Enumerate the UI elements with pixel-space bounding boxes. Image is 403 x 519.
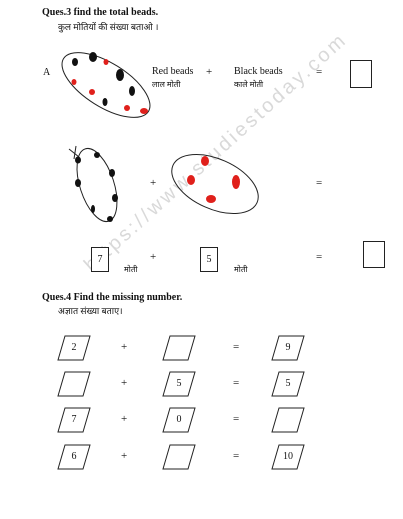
number-box-left: 7 bbox=[91, 247, 109, 272]
addend-box-2[interactable] bbox=[162, 335, 196, 361]
sum-box-value: 10 bbox=[283, 451, 293, 462]
equals-sign: = bbox=[233, 413, 240, 425]
plus-sign: + bbox=[150, 177, 157, 189]
red-beads-hindi: लाल मोती bbox=[152, 80, 181, 89]
addend-box-2-value: 0 bbox=[176, 414, 182, 425]
addend-box-1[interactable] bbox=[57, 371, 91, 397]
black-beads-label: Black beads bbox=[234, 66, 283, 77]
equals-sign: = bbox=[316, 251, 323, 263]
sum-box[interactable] bbox=[271, 407, 305, 433]
plus-sign: + bbox=[206, 66, 213, 78]
addend-box-2: 5 bbox=[162, 371, 196, 397]
sum-box-value: 5 bbox=[285, 378, 291, 389]
addend-box-2-value bbox=[162, 444, 196, 470]
plus-sign: + bbox=[121, 450, 128, 462]
equals-sign: = bbox=[233, 341, 240, 353]
q3-title: Ques.3 find the total beads. bbox=[42, 7, 159, 18]
addend-box-2-value: 5 bbox=[176, 378, 182, 389]
answer-box[interactable] bbox=[350, 60, 372, 88]
equals-sign: = bbox=[233, 450, 240, 462]
bead-loop-a bbox=[61, 52, 151, 118]
beads-unit-left: मोती bbox=[124, 265, 138, 274]
addend-box-1: 7 bbox=[57, 407, 91, 433]
sum-box-value: 9 bbox=[285, 342, 291, 353]
addend-box-2: 0 bbox=[162, 407, 196, 433]
addend-box-2[interactable] bbox=[162, 444, 196, 470]
beads-unit-right: मोती bbox=[234, 265, 248, 274]
addend-box-1-value: 2 bbox=[71, 342, 77, 353]
black-bead-loop bbox=[68, 145, 118, 223]
addend-box-1: 6 bbox=[57, 444, 91, 470]
sum-box: 9 bbox=[271, 335, 305, 361]
item-label-a: A bbox=[43, 67, 51, 78]
addend-box-1-value bbox=[57, 371, 91, 397]
plus-sign: + bbox=[121, 341, 128, 353]
number-box-right: 5 bbox=[200, 247, 218, 272]
sum-box-value bbox=[271, 407, 305, 433]
q4-title: Ques.4 Find the missing number. bbox=[42, 292, 183, 303]
sum-box: 10 bbox=[271, 444, 305, 470]
addend-box-2-value bbox=[162, 335, 196, 361]
red-bead-loop bbox=[171, 153, 259, 215]
red-beads-label: Red beads bbox=[152, 66, 194, 77]
addend-box-1-value: 6 bbox=[71, 451, 77, 462]
addend-box-1-value: 7 bbox=[71, 414, 77, 425]
plus-sign: + bbox=[121, 377, 128, 389]
plus-sign: + bbox=[150, 251, 157, 263]
answer-box[interactable] bbox=[363, 241, 385, 268]
equals-sign: = bbox=[316, 66, 323, 78]
q4-instruction: अज्ञात संख्या बताए। bbox=[58, 306, 123, 316]
equals-sign: = bbox=[233, 377, 240, 389]
addend-box-1: 2 bbox=[57, 335, 91, 361]
q3-instruction: कुल मोतियों की संख्या बताओ । bbox=[58, 22, 159, 32]
plus-sign: + bbox=[121, 413, 128, 425]
sum-box: 5 bbox=[271, 371, 305, 397]
equals-sign: = bbox=[316, 177, 323, 189]
black-beads-hindi: काले मोती bbox=[234, 80, 264, 89]
